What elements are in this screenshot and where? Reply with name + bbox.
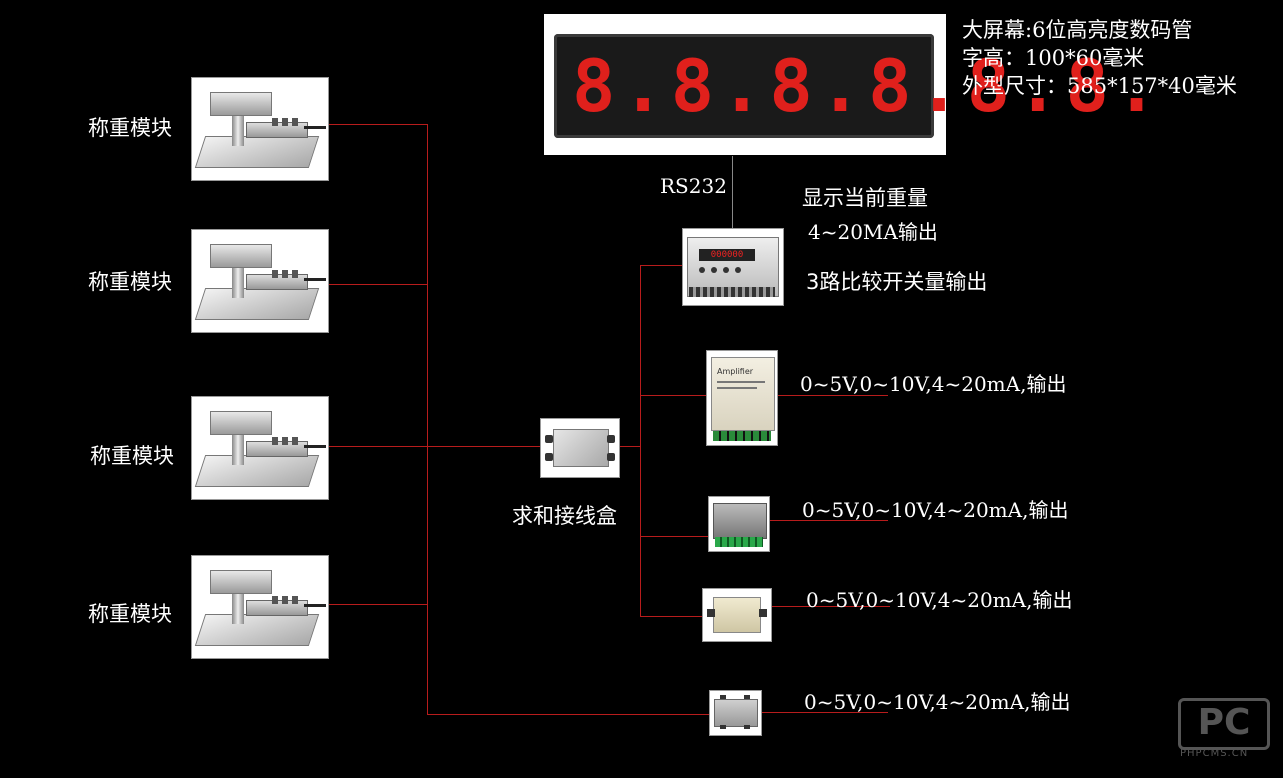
indicator-screen: 000000 bbox=[699, 249, 755, 261]
weighing-module-image-4 bbox=[191, 555, 329, 659]
output-line bbox=[768, 520, 888, 521]
display-spec-2: 字高：100*60毫米 bbox=[962, 46, 1145, 70]
junction-box-label: 求和接线盒 bbox=[512, 504, 617, 528]
watermark-logo: PC bbox=[1178, 698, 1270, 750]
connector-line bbox=[732, 156, 733, 228]
indicator-desc-1: 显示当前重量 bbox=[802, 186, 928, 210]
connector-line bbox=[618, 446, 640, 447]
connector-line bbox=[328, 284, 428, 285]
transmitter-c-output: 0~5V,0~10V,4~20mA,输出 bbox=[804, 690, 1071, 714]
indicator-desc-3: 3路比较开关量输出 bbox=[806, 270, 988, 294]
connector-line bbox=[328, 446, 540, 447]
module-label-1: 称重模块 bbox=[88, 116, 172, 140]
connector-line bbox=[427, 124, 428, 715]
display-digits: 8.8.8.8.8.8. bbox=[572, 44, 1165, 128]
output-line bbox=[776, 395, 888, 396]
amplifier-label: Amplifier bbox=[717, 367, 754, 376]
connector-line bbox=[640, 536, 708, 537]
large-display-image: 8.8.8.8.8.8. bbox=[544, 14, 1158, 155]
indicator-desc-2: 4~20MA输出 bbox=[808, 220, 938, 244]
display-spec-3: 外型尺寸：585*157*40毫米 bbox=[962, 74, 1237, 98]
weighing-module-image-2 bbox=[191, 229, 329, 333]
connector-line bbox=[427, 714, 709, 715]
transmitter-c-image bbox=[709, 690, 762, 736]
weighing-indicator-image: 000000 bbox=[682, 228, 784, 306]
transmitter-a-image bbox=[708, 496, 770, 552]
output-line bbox=[760, 712, 888, 713]
connector-line bbox=[640, 265, 641, 617]
transmitter-b-image bbox=[702, 588, 772, 642]
output-line bbox=[770, 606, 890, 607]
module-label-4: 称重模块 bbox=[88, 602, 172, 626]
weighing-module-image-3 bbox=[191, 396, 329, 500]
connector-line bbox=[640, 395, 706, 396]
connector-line bbox=[640, 265, 682, 266]
amplifier-image: Amplifier bbox=[706, 350, 778, 446]
rs232-label: RS232 bbox=[660, 174, 727, 198]
connector-line bbox=[328, 604, 428, 605]
connector-line bbox=[328, 124, 428, 125]
transmitter-b-output: 0~5V,0~10V,4~20mA,输出 bbox=[806, 588, 1073, 612]
display-spec-1: 大屏幕:6位高亮度数码管 bbox=[962, 18, 1193, 42]
connector-line bbox=[640, 616, 702, 617]
transmitter-a-output: 0~5V,0~10V,4~20mA,输出 bbox=[802, 498, 1069, 522]
weighing-module-image-1 bbox=[191, 77, 329, 181]
module-label-3: 称重模块 bbox=[90, 444, 174, 468]
watermark-site: PHPCMS.CN bbox=[1180, 748, 1249, 759]
amplifier-output: 0~5V,0~10V,4~20mA,输出 bbox=[800, 372, 1067, 396]
module-label-2: 称重模块 bbox=[88, 270, 172, 294]
junction-box-image bbox=[540, 418, 620, 478]
